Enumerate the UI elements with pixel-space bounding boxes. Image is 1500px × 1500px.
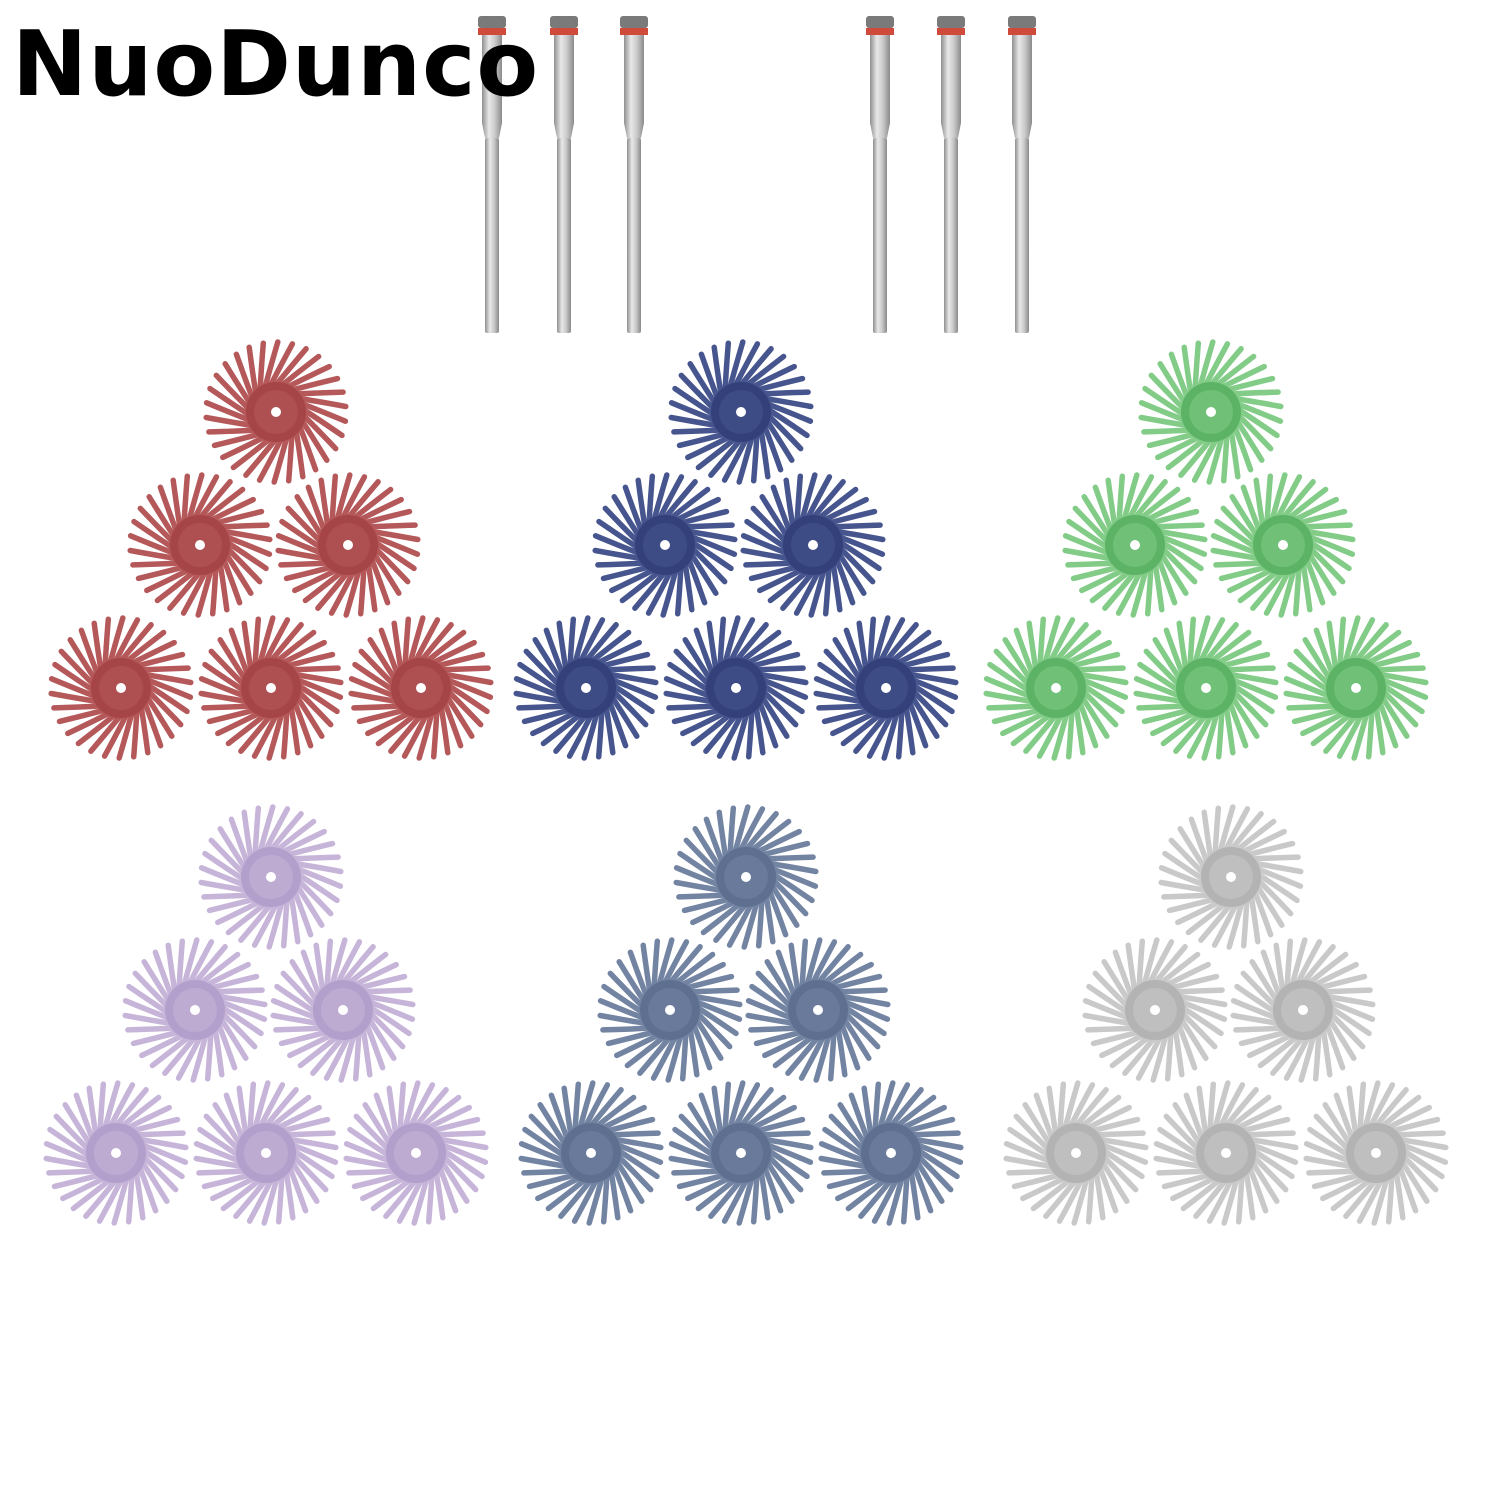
disc-group [43, 339, 1449, 1226]
radial-bristle-disc [1133, 615, 1279, 761]
mandrel [866, 16, 894, 333]
radial-bristle-disc [1230, 937, 1376, 1083]
radial-bristle-disc [1158, 804, 1304, 950]
radial-bristle-disc [513, 615, 659, 761]
radial-bristle-disc [48, 615, 194, 761]
radial-bristle-disc [668, 1080, 814, 1226]
radial-bristle-disc [818, 1080, 964, 1226]
radial-bristle-disc [198, 804, 344, 950]
radial-bristle-disc [983, 615, 1129, 761]
radial-bristle-disc [813, 615, 959, 761]
radial-bristle-disc [193, 1080, 339, 1226]
radial-bristle-disc [348, 615, 494, 761]
radial-bristle-disc [668, 339, 814, 485]
radial-bristle-disc [275, 472, 421, 618]
disc-color-group [43, 804, 489, 1226]
disc-color-group [518, 804, 964, 1226]
mandrel [1008, 16, 1036, 333]
mandrel [937, 16, 965, 333]
radial-bristle-disc [127, 472, 273, 618]
radial-bristle-disc [1153, 1080, 1299, 1226]
radial-bristle-disc [1210, 472, 1356, 618]
radial-bristle-disc [343, 1080, 489, 1226]
brand-logo-text: NuoDunco [12, 12, 540, 117]
radial-bristle-disc [198, 615, 344, 761]
radial-bristle-disc [1283, 615, 1429, 761]
mandrel [550, 16, 578, 333]
radial-bristle-disc [740, 472, 886, 618]
radial-bristle-disc [597, 937, 743, 1083]
radial-bristle-disc [663, 615, 809, 761]
disc-color-group [48, 339, 494, 761]
radial-bristle-disc [1303, 1080, 1449, 1226]
radial-bristle-disc [270, 937, 416, 1083]
radial-bristle-disc [1003, 1080, 1149, 1226]
mandrel [478, 16, 506, 333]
radial-bristle-disc [1082, 937, 1228, 1083]
radial-bristle-disc [673, 804, 819, 950]
mandrel [620, 16, 648, 333]
radial-bristle-disc [43, 1080, 189, 1226]
radial-bristle-disc [745, 937, 891, 1083]
disc-color-group [513, 339, 959, 761]
mandrel-group [478, 16, 1036, 333]
radial-bristle-disc [518, 1080, 664, 1226]
radial-bristle-disc [203, 339, 349, 485]
disc-color-group [1003, 804, 1449, 1226]
radial-bristle-disc [1062, 472, 1208, 618]
radial-bristle-disc [592, 472, 738, 618]
radial-bristle-disc [1138, 339, 1284, 485]
disc-color-group [983, 339, 1429, 761]
radial-bristle-disc [122, 937, 268, 1083]
